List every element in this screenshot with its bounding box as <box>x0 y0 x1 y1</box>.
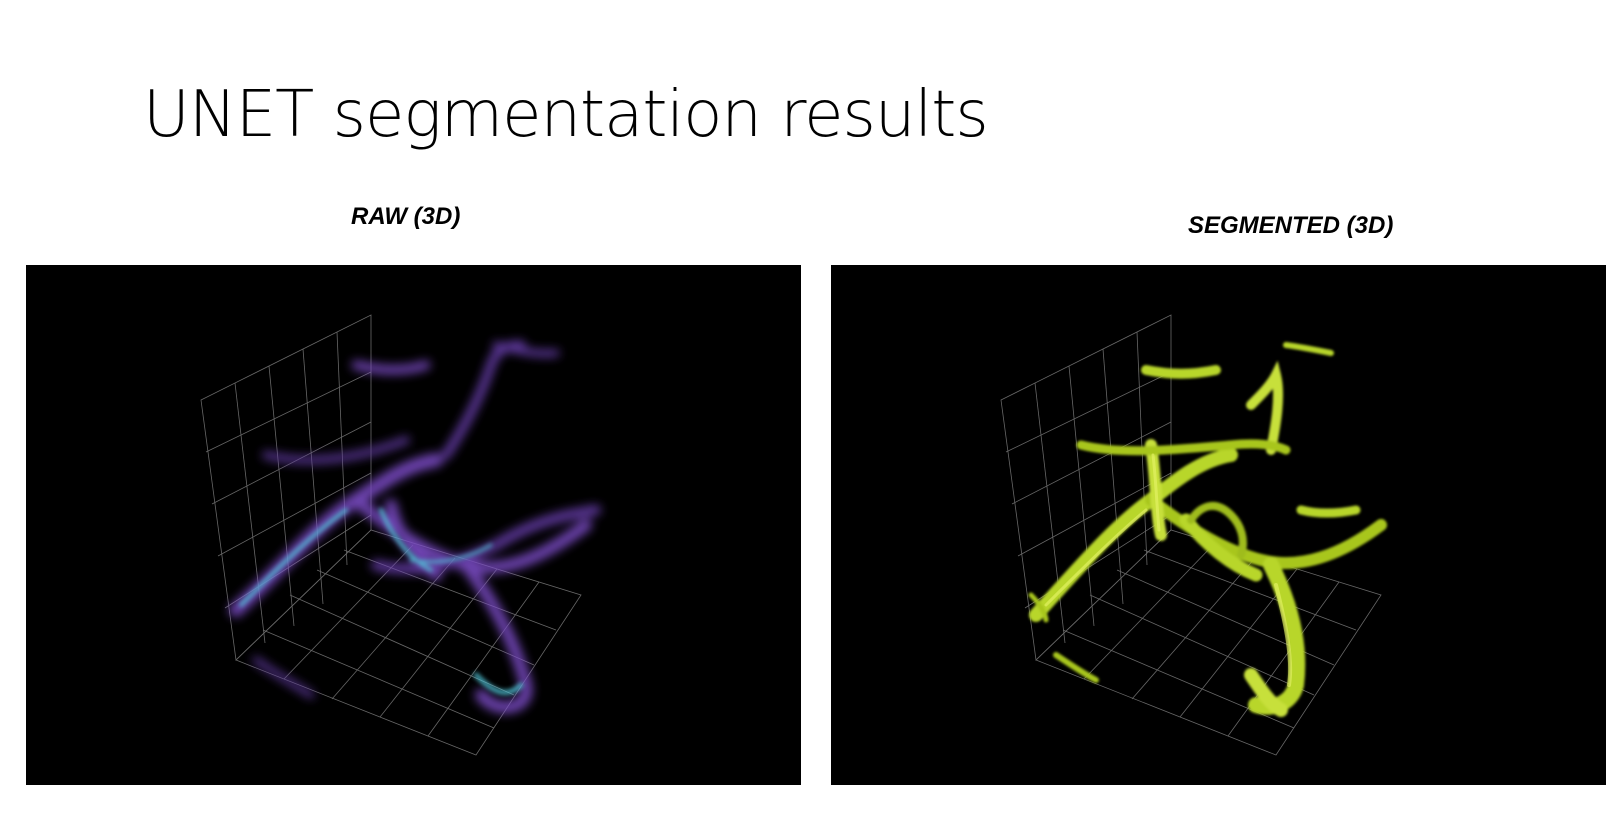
raw-panel-caption: RAW (3D) <box>351 203 461 230</box>
raw-vessels <box>229 340 601 714</box>
raw-grid-box <box>200 314 582 756</box>
raw-vessel-highlights <box>239 508 524 695</box>
raw-3d-render <box>26 265 801 785</box>
segmented-vessel-highlights <box>1044 453 1293 687</box>
segmented-3d-render <box>831 265 1606 785</box>
segmented-panel-caption: SEGMENTED (3D) <box>1188 212 1394 239</box>
slide-title: UNET segmentation results <box>143 78 989 152</box>
segmented-vessels <box>1028 342 1387 717</box>
raw-3d-volume-image <box>200 314 601 756</box>
segmented-3d-volume-image <box>1000 314 1387 756</box>
